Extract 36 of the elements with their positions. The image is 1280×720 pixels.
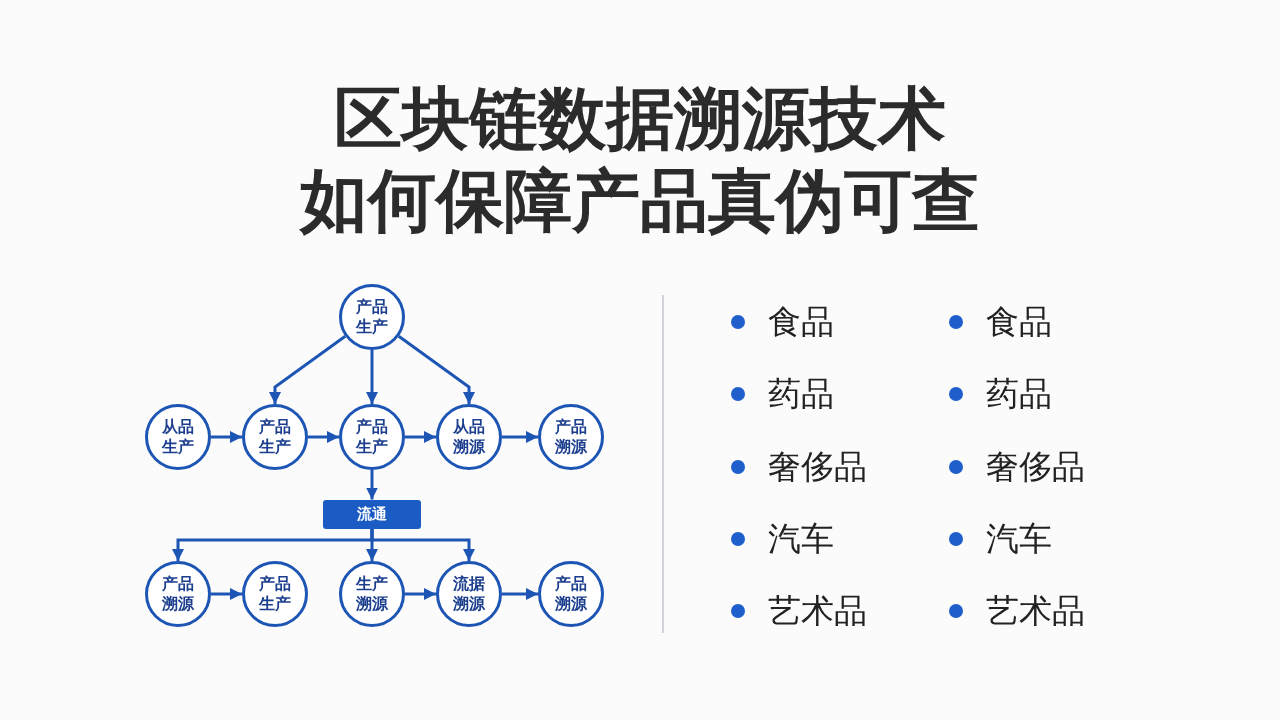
arrow bbox=[211, 588, 242, 600]
title: 区块链数据溯源技术如何保障产品真伪可查 bbox=[300, 77, 980, 241]
list-item-text: 汽车 bbox=[768, 518, 834, 559]
node-label: 从品生产 bbox=[161, 417, 195, 457]
list-item-text: 汽车 bbox=[986, 518, 1052, 559]
node-label: 流据溯源 bbox=[452, 574, 486, 614]
arrow bbox=[405, 588, 436, 600]
node-label: 产品溯源 bbox=[161, 574, 195, 614]
node-label: 从品溯源 bbox=[452, 417, 486, 457]
arrow bbox=[405, 431, 436, 443]
node-label: 产品溯源 bbox=[554, 574, 588, 614]
arrow bbox=[366, 470, 378, 500]
list-item-text: 艺术品 bbox=[768, 591, 867, 632]
arrow bbox=[308, 431, 339, 443]
node-label: 产品溯源 bbox=[554, 417, 588, 457]
arrow bbox=[397, 335, 475, 404]
list-item-text: 奢侈品 bbox=[768, 446, 867, 487]
node-label: 产品生产 bbox=[258, 574, 292, 614]
list-item-text: 药品 bbox=[986, 374, 1052, 415]
list-item-text: 药品 bbox=[768, 374, 834, 415]
list-item-text: 艺术品 bbox=[986, 591, 1085, 632]
node-label: 产品生产 bbox=[355, 417, 389, 457]
arrow bbox=[211, 431, 242, 443]
arrow bbox=[502, 588, 538, 600]
arrow bbox=[502, 431, 538, 443]
node-label: 生产溯源 bbox=[355, 574, 389, 614]
node-label: 产品生产 bbox=[258, 417, 292, 457]
node-label: 流通 bbox=[357, 504, 387, 524]
process-box bbox=[323, 499, 421, 529]
arrow bbox=[269, 335, 347, 404]
list-item-text: 奢侈品 bbox=[986, 446, 1085, 487]
list-item-text: 食品 bbox=[986, 302, 1052, 342]
node-label: 产品生产 bbox=[355, 297, 389, 337]
arrow bbox=[366, 350, 378, 404]
arrow bbox=[370, 528, 475, 561]
list-item-text: 食品 bbox=[768, 302, 834, 342]
